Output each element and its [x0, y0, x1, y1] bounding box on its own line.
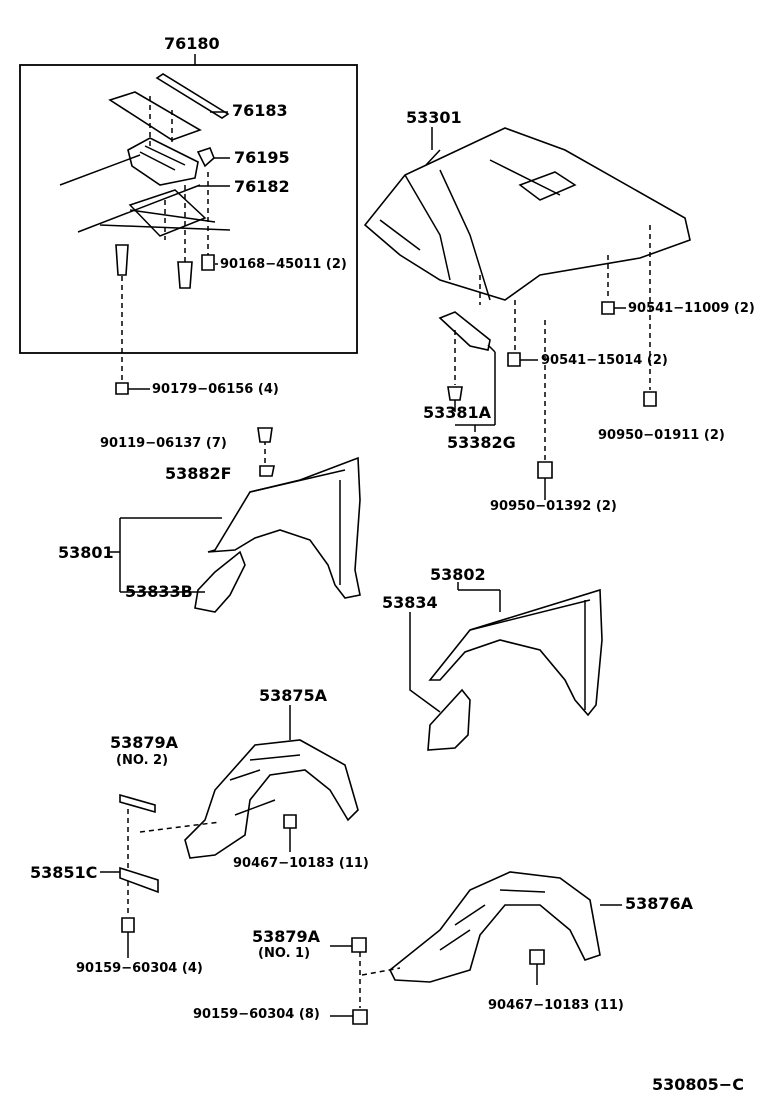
- callout-53381A: 53381A: [423, 403, 492, 422]
- callout-53301: 53301: [406, 108, 462, 127]
- callout-90541-15014: 90541−15014 (2): [541, 353, 668, 368]
- fender-53801: [207, 456, 361, 599]
- inset-frame: [19, 64, 358, 354]
- callout-90168: 90168−45011 (2): [220, 257, 347, 272]
- callout-90119: 90119−06137 (7): [100, 436, 227, 451]
- liner-53875A: [184, 739, 359, 859]
- diagram-reference-code: 530805−C: [652, 1075, 744, 1094]
- callout-53382G: 53382G: [447, 433, 516, 452]
- callout-53876A: 53876A: [625, 894, 694, 913]
- callout-53802: 53802: [430, 565, 486, 584]
- callout-90541-11009: 90541−11009 (2): [628, 301, 755, 316]
- bracket-76182: [127, 137, 199, 186]
- bracket-53834: [427, 688, 471, 751]
- callout-53882F: 53882F: [165, 464, 232, 483]
- callout-53801: 53801: [58, 543, 114, 562]
- bracket-53833B: [194, 550, 246, 613]
- callout-90950-01392: 90950−01392 (2): [490, 499, 617, 514]
- callout-90159-a: 90159−60304 (4): [76, 961, 203, 976]
- callout-53834: 53834: [382, 593, 438, 612]
- clip-76195: [196, 147, 215, 168]
- callout-53879A-no2-note: (NO. 2): [116, 753, 169, 768]
- bracket-53851C: [119, 866, 159, 894]
- callout-53851C: 53851C: [30, 863, 98, 882]
- callout-76183: 76183: [232, 101, 288, 120]
- callout-53879A-no1-note: (NO. 1): [258, 946, 311, 961]
- callout-90467-b: 90467−10183 (11): [488, 998, 624, 1013]
- callout-53879A-no1: 53879A: [252, 927, 321, 946]
- bracket-53879A-no2: [119, 793, 156, 814]
- plate: [108, 91, 202, 141]
- callout-53875A: 53875A: [259, 686, 328, 705]
- fender-53802: [428, 588, 603, 717]
- liner-53876A: [388, 871, 601, 983]
- callout-90179: 90179−06156 (4): [152, 382, 279, 397]
- callout-90159-b: 90159−60304 (8): [193, 1007, 320, 1022]
- callout-76180: 76180: [164, 34, 220, 53]
- callout-90950-01911: 90950−01911 (2): [598, 428, 725, 443]
- bracket-53879A-no1: [351, 937, 367, 953]
- hood-stay-53382G: [438, 311, 491, 351]
- callout-90467-a: 90467−10183 (11): [233, 856, 369, 871]
- callout-76195: 76195: [234, 148, 290, 167]
- callout-53833B: 53833B: [125, 582, 193, 601]
- callout-76182: 76182: [234, 177, 290, 196]
- strip-76183: [155, 73, 230, 119]
- callout-53879A-no2: 53879A: [110, 733, 179, 752]
- hood-53301: [363, 127, 691, 301]
